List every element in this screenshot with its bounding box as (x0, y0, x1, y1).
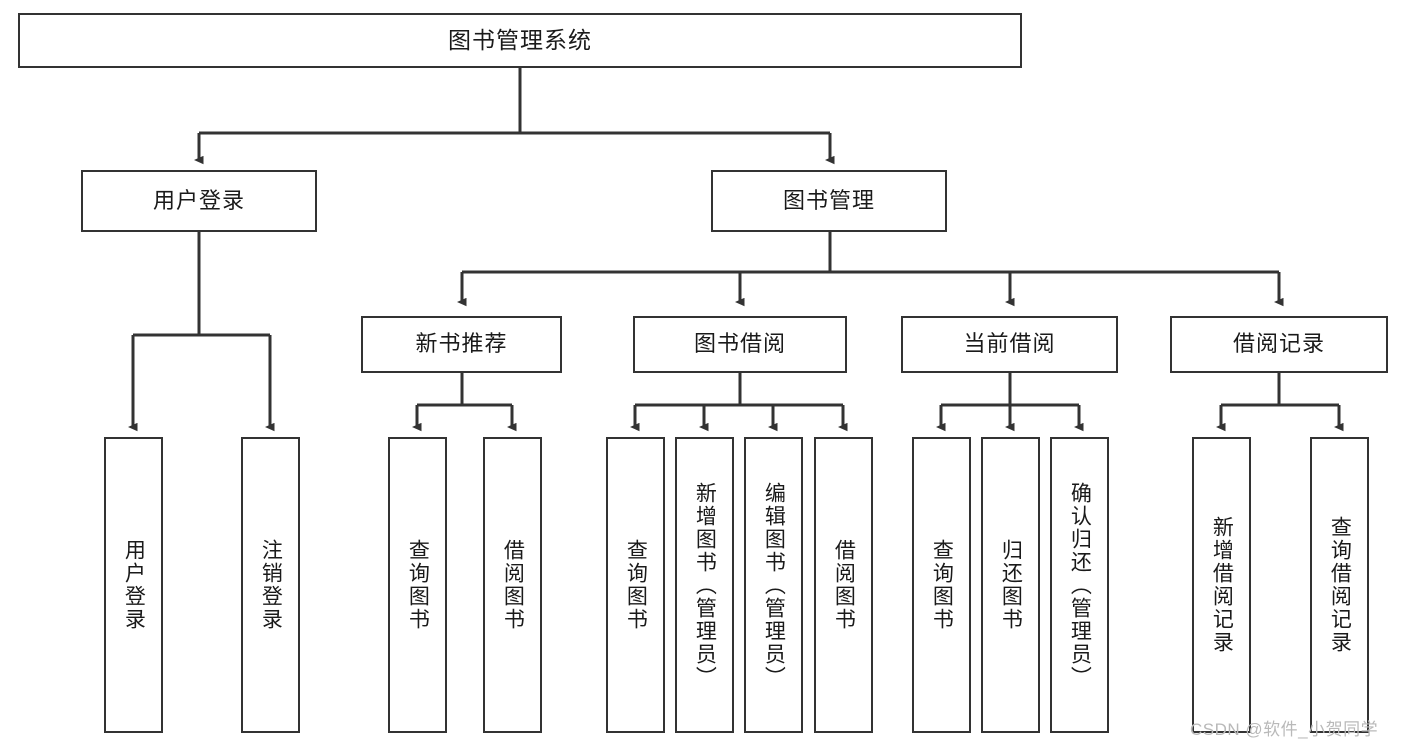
leaf-record-add-record[interactable]: 新增借阅记录 (1192, 437, 1251, 733)
leaf-borrow-borrow-book[interactable]: 借阅图书 (814, 437, 873, 733)
node-label: 图书管理系统 (448, 26, 592, 53)
leaf-user-login-logout[interactable]: 注销登录 (241, 437, 300, 733)
leaf-borrow-edit-book-admin[interactable]: 编辑图书（管理员） (744, 437, 803, 733)
node-borrow-record[interactable]: 借阅记录 (1170, 316, 1388, 373)
node-label: 借阅图书 (832, 539, 856, 631)
node-label: 编辑图书（管理员） (762, 481, 786, 689)
node-book-borrow[interactable]: 图书借阅 (633, 316, 847, 373)
leaf-record-query-record[interactable]: 查询借阅记录 (1310, 437, 1369, 733)
leaf-borrow-query-book[interactable]: 查询图书 (606, 437, 665, 733)
node-label: 注销登录 (259, 539, 283, 631)
node-label: 借阅记录 (1232, 331, 1325, 357)
node-book-management[interactable]: 图书管理 (711, 170, 947, 232)
node-label: 查询图书 (406, 539, 430, 631)
leaf-user-login-login[interactable]: 用户登录 (104, 437, 163, 733)
node-current-borrow[interactable]: 当前借阅 (901, 316, 1118, 373)
node-label: 图书管理 (782, 187, 875, 213)
node-label: 新增借阅记录 (1210, 516, 1234, 654)
node-label: 归还图书 (999, 539, 1023, 631)
leaf-recommend-query-book[interactable]: 查询图书 (388, 437, 447, 733)
node-label: 查询图书 (930, 539, 954, 631)
node-label: 用户登录 (122, 539, 146, 631)
node-label: 图书借阅 (693, 331, 786, 357)
node-label: 查询借阅记录 (1328, 516, 1352, 654)
node-label: 新增图书（管理员） (693, 481, 717, 689)
node-user-login[interactable]: 用户登录 (81, 170, 317, 232)
watermark-text: CSDN @软件_小贺同学 (1190, 720, 1379, 739)
node-label: 新书推荐 (415, 331, 508, 357)
leaf-borrow-add-book-admin[interactable]: 新增图书（管理员） (675, 437, 734, 733)
leaf-current-query-book[interactable]: 查询图书 (912, 437, 971, 733)
node-label: 当前借阅 (963, 331, 1056, 357)
node-root-system[interactable]: 图书管理系统 (18, 13, 1022, 68)
leaf-recommend-borrow-book[interactable]: 借阅图书 (483, 437, 542, 733)
node-label: 查询图书 (624, 539, 648, 631)
node-label: 确认归还（管理员） (1068, 481, 1092, 689)
node-label: 借阅图书 (501, 539, 525, 631)
leaf-current-confirm-return-admin[interactable]: 确认归还（管理员） (1050, 437, 1109, 733)
node-label: 用户登录 (152, 187, 245, 213)
node-new-book-recommend[interactable]: 新书推荐 (361, 316, 562, 373)
leaf-current-return-book[interactable]: 归还图书 (981, 437, 1040, 733)
